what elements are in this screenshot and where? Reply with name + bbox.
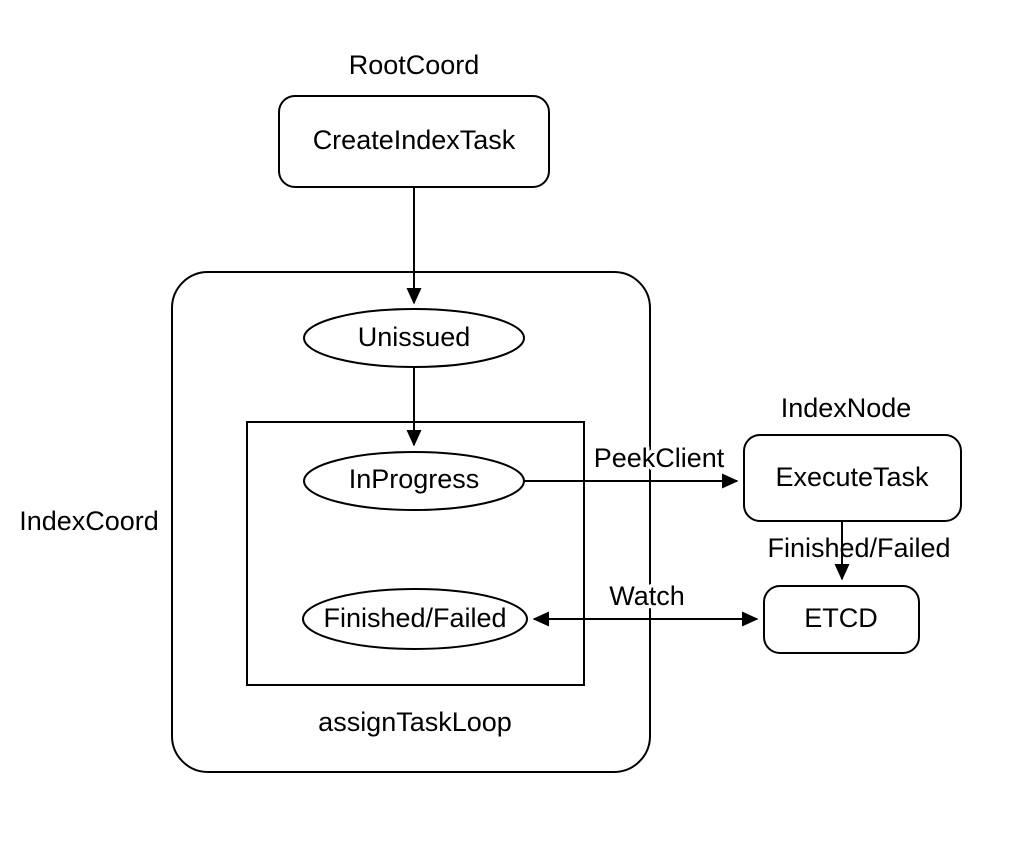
edge-label-peekclient: PeekClient PeekClient xyxy=(590,440,728,477)
container-assigntaskloop xyxy=(246,421,585,686)
node-createindextask-shape xyxy=(278,95,550,188)
node-executetask[interactable]: ExecuteTask xyxy=(743,434,962,522)
edge-label-watch-halo: Watch xyxy=(609,581,685,611)
node-etcd-label: ETCD xyxy=(804,603,878,633)
container-label-indexcoord: IndexCoord xyxy=(19,506,159,536)
node-executetask-label: ExecuteTask xyxy=(775,462,929,492)
node-etcd-shape xyxy=(763,585,920,654)
node-createindextask-label: CreateIndexTask xyxy=(313,125,516,155)
container-label-assigntaskloop: assignTaskLoop xyxy=(318,707,512,737)
node-finishedfailed[interactable]: Finished/Failed xyxy=(302,588,528,650)
node-finishedfailed-shape xyxy=(302,588,528,650)
edge-label-finished-failed-text: Finished/Failed xyxy=(767,533,950,563)
edge-label-peekclient-text: PeekClient xyxy=(594,443,725,473)
node-createindextask[interactable]: CreateIndexTask xyxy=(278,95,550,188)
node-unissued-shape xyxy=(303,308,525,368)
node-inprogress-label: InProgress xyxy=(349,464,480,494)
group-label-rootcoord: RootCoord xyxy=(349,50,480,80)
node-finishedfailed-label: Finished/Failed xyxy=(323,603,506,633)
node-inprogress[interactable]: InProgress xyxy=(303,451,525,511)
edge-label-watch: Watch Watch xyxy=(606,578,689,615)
container-indexcoord xyxy=(171,271,651,773)
node-unissued-label: Unissued xyxy=(358,322,471,352)
edge-label-finished-failed: Finished/Failed xyxy=(767,533,950,563)
edge-label-watch-text: Watch xyxy=(609,581,685,611)
edge-label-peekclient-halo: PeekClient xyxy=(594,443,725,473)
node-executetask-shape xyxy=(743,434,962,522)
node-unissued[interactable]: Unissued xyxy=(303,308,525,368)
node-etcd[interactable]: ETCD xyxy=(763,585,920,654)
node-inprogress-shape xyxy=(303,451,525,511)
group-label-indexnode: IndexNode xyxy=(781,393,912,423)
